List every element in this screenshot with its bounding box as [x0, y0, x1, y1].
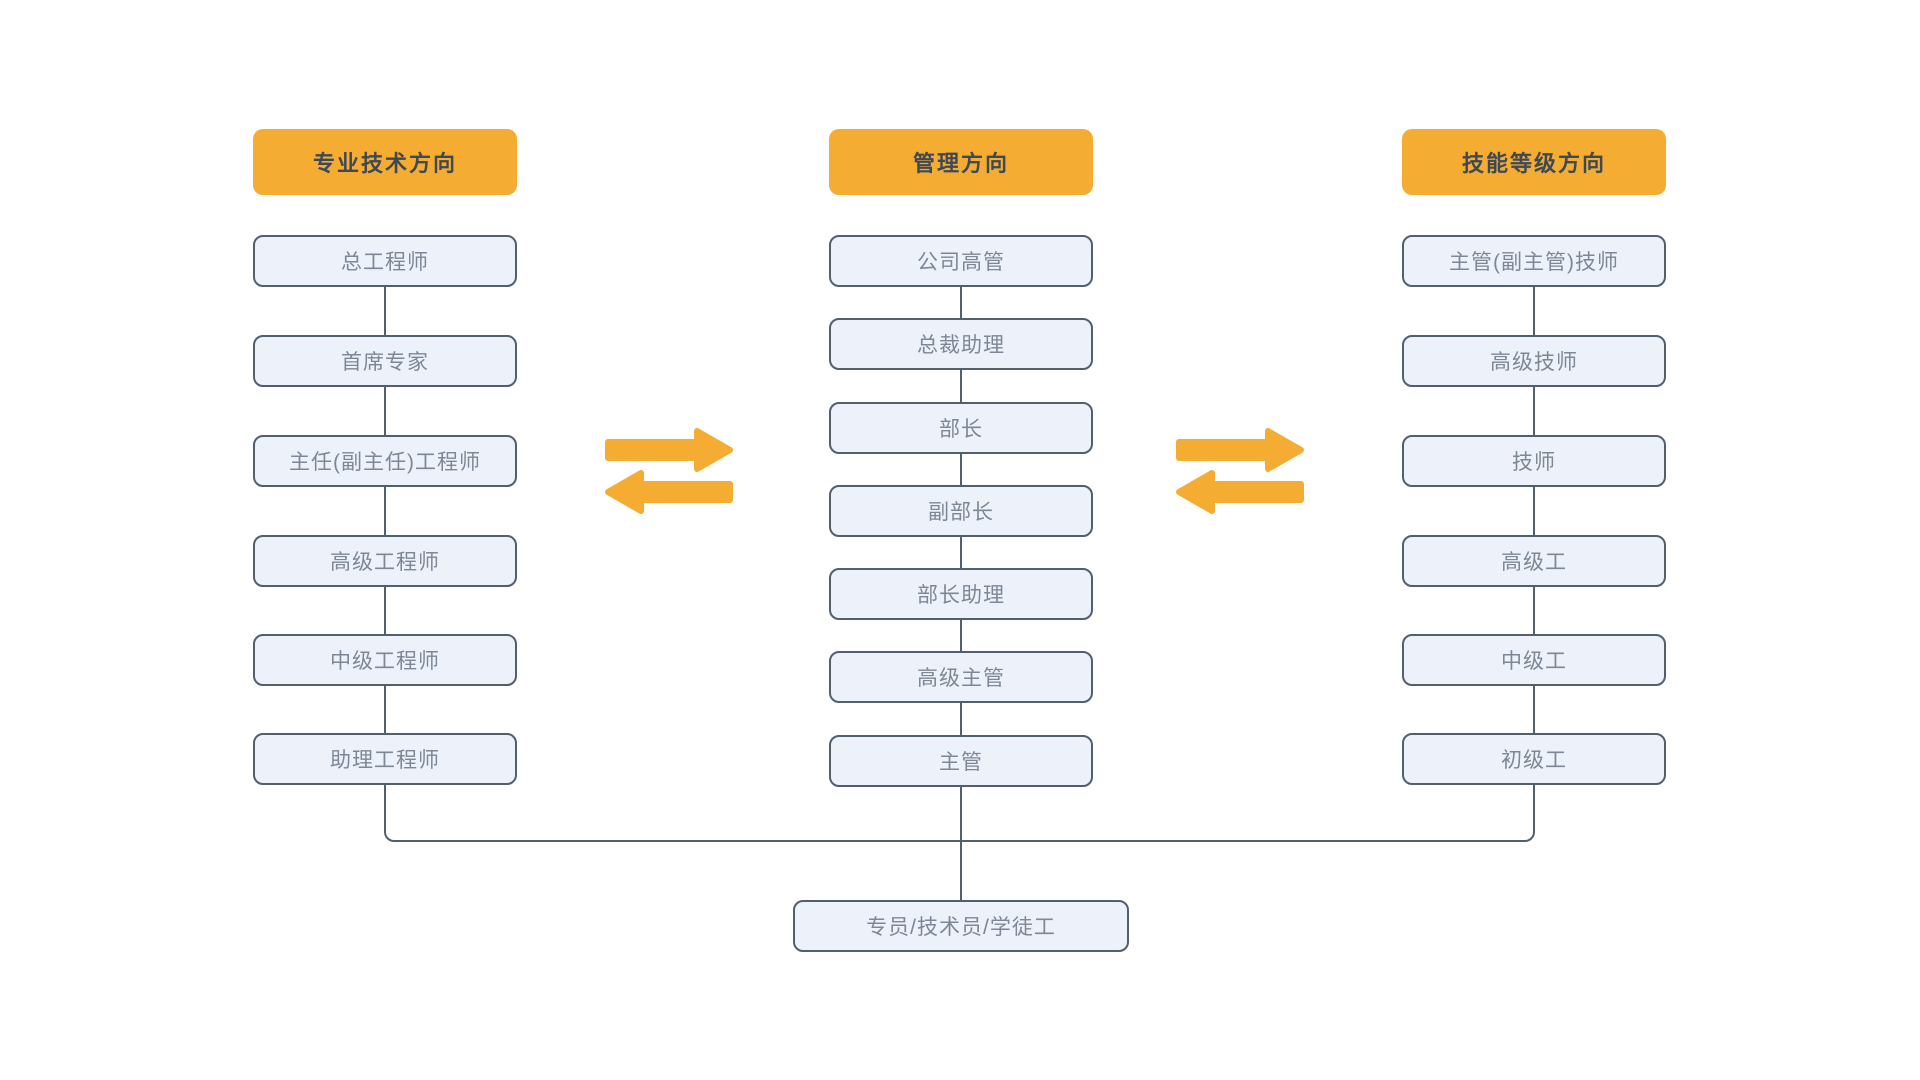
mgmt-track-node-2: 总裁助理	[829, 318, 1093, 370]
mgmt-track-header: 管理方向	[829, 129, 1093, 195]
arrow-left-icon	[1176, 470, 1304, 514]
arrow-right-icon	[1176, 428, 1304, 472]
exchange-arrows-right-pair	[1176, 428, 1304, 514]
skill-track-connector-line	[1533, 261, 1535, 785]
skill-track-node-5: 中级工	[1402, 634, 1666, 686]
tech-track-node-4: 高级工程师	[253, 535, 517, 587]
mgmt-track-node-6: 高级主管	[829, 651, 1093, 703]
skill-track-node-6: 初级工	[1402, 733, 1666, 785]
entry-level-node: 专员/技术员/学徒工	[793, 900, 1129, 952]
bottom-merge-bracket	[384, 761, 1535, 842]
exchange-arrows-left-pair	[605, 428, 733, 514]
arrow-left-icon	[605, 470, 733, 514]
skill-track-node-1: 主管(副主管)技师	[1402, 235, 1666, 287]
tech-track-node-2: 首席专家	[253, 335, 517, 387]
skill-track-node-3: 技师	[1402, 435, 1666, 487]
skill-track-node-4: 高级工	[1402, 535, 1666, 587]
skill-track-header: 技能等级方向	[1402, 129, 1666, 195]
mgmt-track-node-4: 副部长	[829, 485, 1093, 537]
mgmt-track-node-5: 部长助理	[829, 568, 1093, 620]
tech-track-node-6: 助理工程师	[253, 733, 517, 785]
arrow-right-icon	[605, 428, 733, 472]
mgmt-track-node-7: 主管	[829, 735, 1093, 787]
skill-track-node-2: 高级技师	[1402, 335, 1666, 387]
tech-track-header: 专业技术方向	[253, 129, 517, 195]
mgmt-track-node-1: 公司高管	[829, 235, 1093, 287]
tech-track-node-3: 主任(副主任)工程师	[253, 435, 517, 487]
tech-track-node-5: 中级工程师	[253, 634, 517, 686]
mgmt-track-node-3: 部长	[829, 402, 1093, 454]
tech-track-connector-line	[384, 261, 386, 785]
tech-track-node-1: 总工程师	[253, 235, 517, 287]
